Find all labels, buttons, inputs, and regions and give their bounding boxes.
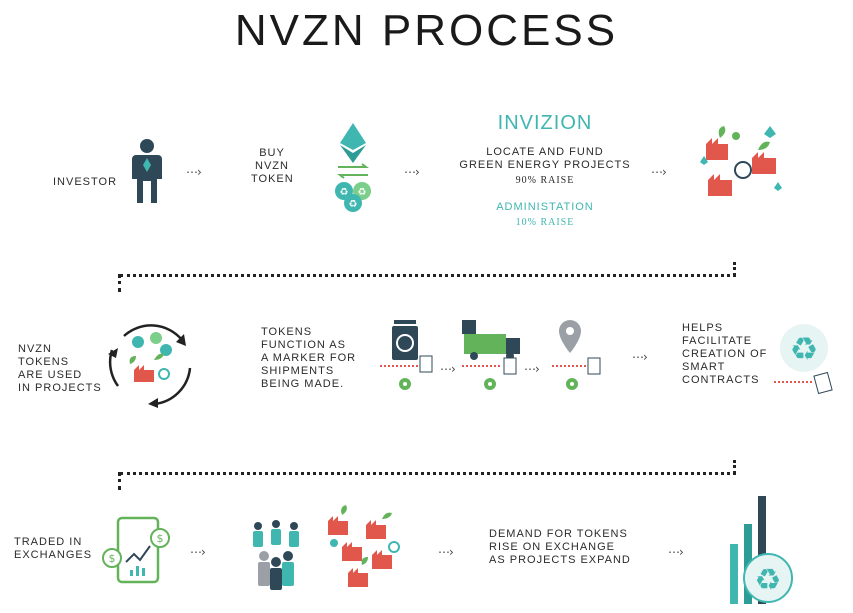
recycle-icon: ♻ bbox=[772, 320, 842, 400]
administation-label: ADMINISTATION bbox=[496, 201, 594, 213]
connector-line bbox=[118, 274, 121, 292]
phone-exchange-icon: $ $ bbox=[100, 514, 174, 586]
bin-icon bbox=[380, 316, 438, 396]
flow-arrow: ⋯› bbox=[524, 362, 540, 376]
connector-line bbox=[118, 472, 121, 490]
location-pin-icon bbox=[546, 316, 604, 396]
connector-line bbox=[120, 274, 736, 277]
flow-arrow: ⋯› bbox=[190, 545, 206, 559]
svg-text:$: $ bbox=[157, 532, 164, 545]
flow-arrow: ⋯› bbox=[651, 165, 667, 179]
svg-text:♻: ♻ bbox=[755, 563, 782, 598]
svg-text:♻: ♻ bbox=[358, 187, 367, 198]
invizion-heading: INVIZION bbox=[497, 112, 593, 134]
svg-text:♻: ♻ bbox=[340, 187, 349, 198]
raise-90-label: 90% RAISE bbox=[515, 175, 575, 186]
flow-arrow: ⋯› bbox=[404, 165, 420, 179]
connector-line bbox=[733, 460, 736, 474]
cycle-icon bbox=[104, 316, 198, 408]
investor-label: INVESTOR bbox=[53, 176, 118, 188]
flow-arrow: ⋯› bbox=[668, 545, 684, 559]
truck-icon bbox=[458, 316, 526, 396]
page-title: NVZN PROCESS bbox=[234, 6, 619, 55]
flow-arrow: ⋯› bbox=[186, 165, 202, 179]
ethereum-recycle-icon: ♻ ♻ ♻ bbox=[330, 123, 376, 213]
flow-arrow: ⋯› bbox=[438, 545, 454, 559]
svg-text:♻: ♻ bbox=[349, 199, 358, 210]
flow-arrow: ⋯› bbox=[632, 350, 648, 364]
bar-chart-recycle-icon: ♻ bbox=[722, 494, 802, 608]
raise-10-label: 10% RAISE bbox=[515, 217, 575, 228]
green-factory-icon bbox=[322, 503, 406, 591]
person-icon bbox=[130, 138, 164, 206]
connector-line bbox=[733, 262, 736, 276]
green-factory-icon bbox=[698, 122, 788, 204]
svg-text:♻: ♻ bbox=[790, 330, 819, 368]
people-icon bbox=[248, 518, 308, 590]
flow-arrow: ⋯› bbox=[440, 362, 456, 376]
connector-line bbox=[120, 472, 736, 475]
svg-text:$: $ bbox=[109, 552, 116, 565]
